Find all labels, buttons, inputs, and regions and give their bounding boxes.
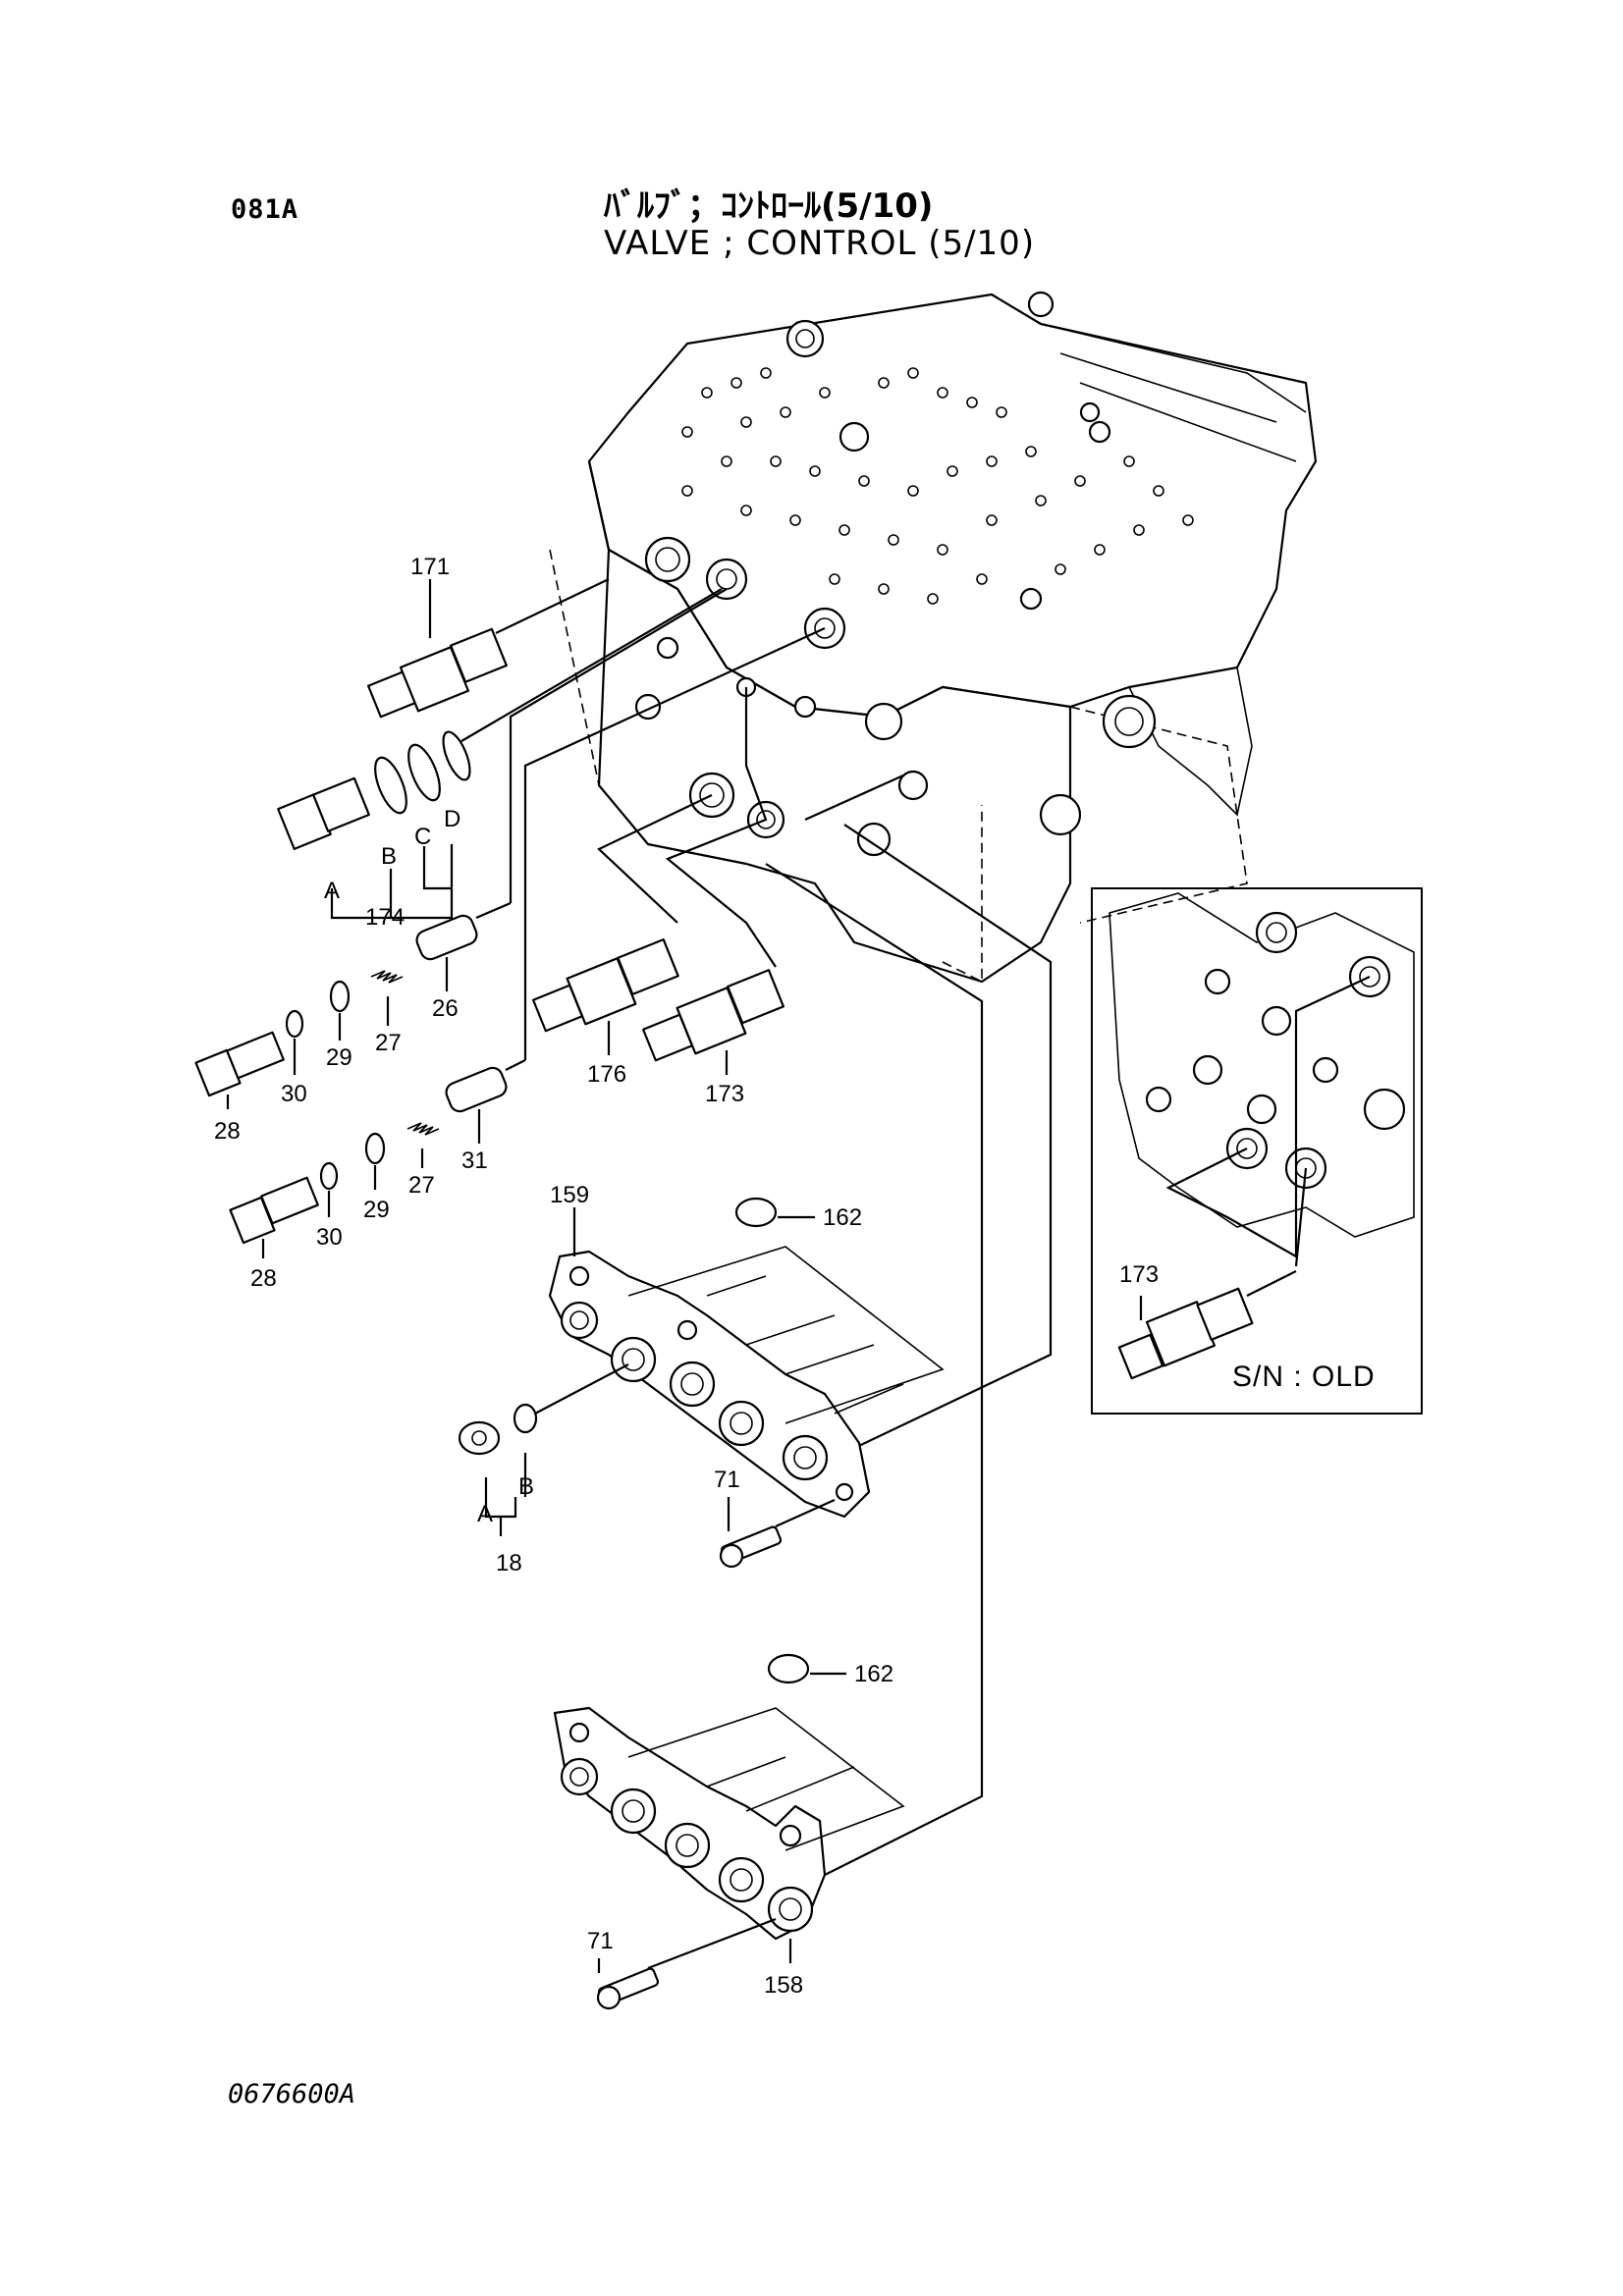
title-japanese: ﾊﾞﾙﾌﾞ；ｺﾝﾄﾛｰﾙ(5/10)	[604, 187, 934, 226]
part-28-plug-lower	[229, 1176, 319, 1258]
label-31: 31	[461, 1148, 488, 1174]
part-27-spring-upper	[370, 970, 404, 1026]
part-159-flange	[548, 1207, 945, 1519]
label-71-upper: 71	[714, 1467, 740, 1493]
part-162-oring-upper	[734, 1197, 815, 1228]
label-18-a: A	[477, 1501, 493, 1527]
part-171-relief-valve	[366, 578, 610, 719]
part-29-ring-lower	[364, 1132, 386, 1190]
label-174-c: C	[414, 824, 431, 850]
label-158: 158	[764, 1972, 803, 1999]
label-18: 18	[496, 1550, 522, 1576]
label-29-lower: 29	[363, 1197, 390, 1223]
label-18-b: B	[518, 1473, 534, 1500]
label-30-lower: 30	[316, 1224, 343, 1251]
drawing-number: 0676600A	[228, 2079, 356, 2109]
part-71-bolt-upper	[719, 1497, 836, 1569]
inset-old-serial	[1091, 887, 1423, 1415]
label-29-upper: 29	[326, 1044, 352, 1071]
part-162-oring-lower	[767, 1653, 846, 1684]
label-162-upper: 162	[823, 1204, 862, 1231]
label-27-upper: 27	[375, 1030, 402, 1056]
label-28-lower: 28	[250, 1265, 277, 1292]
label-173: 173	[705, 1081, 744, 1107]
label-28-upper: 28	[214, 1118, 241, 1145]
part-29-ring-upper	[329, 980, 351, 1041]
part-173-relief-valve	[641, 969, 784, 1075]
label-174-b: B	[381, 843, 397, 870]
label-27-lower: 27	[408, 1172, 435, 1199]
label-176: 176	[587, 1061, 626, 1088]
label-159: 159	[550, 1182, 589, 1208]
label-174-a: A	[324, 878, 340, 904]
part-30-ring-upper	[285, 1009, 304, 1075]
part-71-bolt-lower	[596, 1917, 777, 2010]
part-31-plunger	[445, 1059, 526, 1144]
label-26: 26	[432, 995, 459, 1022]
part-28-plug-upper	[194, 1031, 285, 1109]
part-158-flange	[553, 1706, 905, 1963]
part-26-plunger	[415, 901, 512, 991]
page-code: 081A	[231, 194, 299, 225]
label-30-upper: 30	[281, 1081, 307, 1107]
label-171: 171	[410, 554, 450, 580]
part-176-relief-valve	[531, 937, 679, 1055]
part-30-ring-lower	[319, 1161, 339, 1217]
inset-label-173: 173	[1119, 1261, 1159, 1288]
label-174-d: D	[444, 806, 460, 832]
part-27-spring-lower	[406, 1122, 440, 1168]
part-174-plug-assembly	[277, 588, 723, 920]
label-174: 174	[365, 904, 405, 931]
part-18-plug-assembly	[458, 1363, 629, 1536]
label-71-lower: 71	[587, 1928, 614, 1954]
label-162-lower: 162	[854, 1661, 893, 1687]
title-english: VALVE ; CONTROL (5/10)	[604, 224, 1036, 263]
inset-note-sn-old: S/N : OLD	[1232, 1361, 1376, 1393]
valve-body	[549, 291, 1318, 984]
